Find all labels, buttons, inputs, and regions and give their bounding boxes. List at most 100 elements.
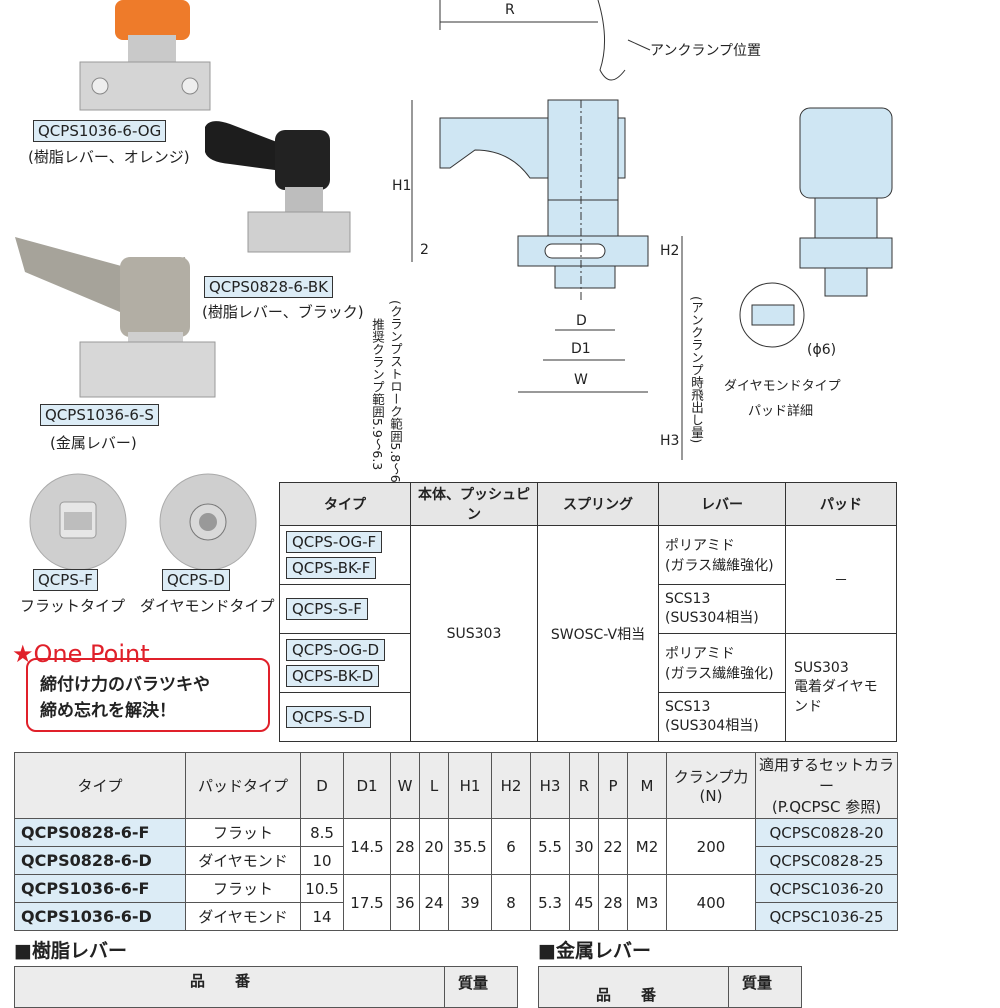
dim-r: R [505, 2, 515, 18]
spec-g2-h3: 5.3 [530, 874, 570, 931]
onepoint-box [26, 658, 270, 732]
mat-header-spring: スプリング [537, 482, 659, 526]
spec-g2-w: 36 [390, 874, 420, 931]
spec-h-p: P [598, 752, 628, 819]
clamp-drawing [411, 0, 893, 460]
spec-h-pad: パッドタイプ [185, 752, 301, 819]
mat-type-bk-d: QCPS-BK-D [286, 665, 380, 687]
spec-h-l: L [419, 752, 449, 819]
onepoint-line1: 締付け力のバラツキや [40, 675, 210, 695]
dim-two: 2 [420, 242, 429, 258]
label-bk-code: QCPS0828-6-BK [204, 276, 333, 298]
label-og-code: QCPS1036-6-OG [33, 120, 167, 142]
mat-type-s-f: QCPS-S-F [286, 598, 368, 620]
dim-phi: (ϕ6) [807, 342, 837, 358]
spec-pad-2: ダイヤモンド [185, 846, 301, 875]
pad-detail-title: ダイヤモンドタイプ [724, 379, 841, 394]
spec-h-collar: 適用するセットカラー (P.QCPSC 参照) [755, 752, 898, 819]
dim-d: D [576, 313, 587, 329]
label-f-sub: フラットタイプ [20, 597, 126, 615]
label-f-code: QCPS-F [33, 569, 98, 591]
material-table: タイプ 本体、プッシュピン スプリング レバー パッド QCPS-OG-F QC… [279, 482, 897, 742]
spec-h-h2: H2 [491, 752, 531, 819]
spec-h-type: タイプ [14, 752, 186, 819]
spec-d-3: 10.5 [300, 874, 344, 903]
spec-g1-l: 20 [419, 818, 449, 875]
mat-type-og-f: QCPS-OG-F [286, 531, 383, 553]
mat-header-body: 本体、プッシュピン [410, 482, 538, 526]
spec-g2-m: M3 [627, 874, 667, 931]
spec-g1-h3: 5.5 [530, 818, 570, 875]
dim-w: W [574, 372, 588, 388]
mat-lever-resin-2: ポリアミド(ガラス繊維強化) [658, 633, 786, 693]
spec-h-d1: D1 [343, 752, 391, 819]
label-d-code: QCPS-D [162, 569, 230, 591]
spec-g1-force: 200 [666, 818, 756, 875]
spec-g2-p: 28 [598, 874, 628, 931]
flat-pad-photo [29, 473, 127, 571]
spec-collar-1: QCPSC0828-20 [755, 818, 898, 847]
onepoint-line2: 締め忘れを解決！ [40, 701, 176, 721]
spec-g1-m: M2 [627, 818, 667, 875]
spec-part-3: QCPS1036-6-F [14, 874, 186, 903]
dim-h2: H2 [660, 243, 680, 259]
mat-lever-metal-2: SCS13(SUS304相当) [658, 692, 786, 742]
spec-g1-r: 30 [569, 818, 599, 875]
spec-pad-1: フラット [185, 818, 301, 847]
spec-collar-3: QCPSC1036-20 [755, 874, 898, 903]
spec-h-r: R [569, 752, 599, 819]
dim-d1: D1 [571, 341, 591, 357]
spec-h-m: M [627, 752, 667, 819]
section-metal-lever: ■金属レバー [538, 940, 651, 962]
spec-h-h3: H3 [530, 752, 570, 819]
metal-lever-photo [15, 237, 216, 398]
spec-g2-force: 400 [666, 874, 756, 931]
dim-h3: H3 [660, 433, 680, 449]
metal-hinban: 品 番 [596, 986, 657, 1004]
spec-g2-h1: 39 [448, 874, 492, 931]
section-resin-lever: ■樹脂レバー [14, 940, 127, 962]
metal-weight: 質量 [742, 974, 773, 992]
spec-part-2: QCPS0828-6-D [14, 846, 186, 875]
diamond-pad-photo [159, 473, 257, 571]
spec-g1-w: 28 [390, 818, 420, 875]
onepoint-title: ★One Point [12, 640, 150, 668]
resin-weight: 質量 [458, 974, 489, 992]
mat-lever-metal-1: SCS13(SUS304相当) [658, 584, 786, 634]
spec-h-force: クランプ力 (N) [666, 752, 756, 819]
spec-collar-4: QCPSC1036-25 [755, 902, 898, 931]
resin-hinban: 品 番 [190, 972, 251, 990]
spec-h-d: D [300, 752, 344, 819]
dim-h1: H1 [392, 178, 412, 194]
mat-type-og-d: QCPS-OG-D [286, 639, 386, 661]
label-s-sub: (金属レバー) [50, 434, 137, 452]
spec-table: タイプ パッドタイプ D D1 W L H1 H2 H3 R P M クランプ力… [14, 752, 898, 931]
spec-g1-h1: 35.5 [448, 818, 492, 875]
spec-d-4: 14 [300, 902, 344, 931]
spec-pad-3: フラット [185, 874, 301, 903]
mat-header-pad: パッド [785, 482, 897, 526]
black-lever-photo [205, 121, 351, 253]
stroke-range: (クランプストローク範囲5.8～6.5) [388, 300, 403, 500]
spec-g2-d1: 17.5 [343, 874, 391, 931]
spec-g1-h2: 6 [491, 818, 531, 875]
spec-g1-p: 22 [598, 818, 628, 875]
mat-type-s-d: QCPS-S-D [286, 706, 371, 728]
mat-spring: SWOSC-V相当 [537, 525, 659, 742]
spec-g2-l: 24 [419, 874, 449, 931]
spec-h-h1: H1 [448, 752, 492, 819]
spec-collar-2: QCPSC0828-25 [755, 846, 898, 875]
recommended-range: 推奨クランプ範囲5.9～6.3 [370, 318, 385, 471]
onepoint-title-text: One Point [33, 640, 150, 668]
spec-pad-4: ダイヤモンド [185, 902, 301, 931]
spec-h-w: W [390, 752, 420, 819]
mat-type-bk-f: QCPS-BK-F [286, 557, 377, 579]
label-d-sub: ダイヤモンドタイプ [140, 597, 275, 615]
pad-detail-sub: パッド詳細 [748, 404, 814, 419]
spec-g2-h2: 8 [491, 874, 531, 931]
mat-lever-resin-1: ポリアミド(ガラス繊維強化) [658, 525, 786, 585]
spec-d-1: 8.5 [300, 818, 344, 847]
spec-d-2: 10 [300, 846, 344, 875]
spec-part-1: QCPS0828-6-F [14, 818, 186, 847]
